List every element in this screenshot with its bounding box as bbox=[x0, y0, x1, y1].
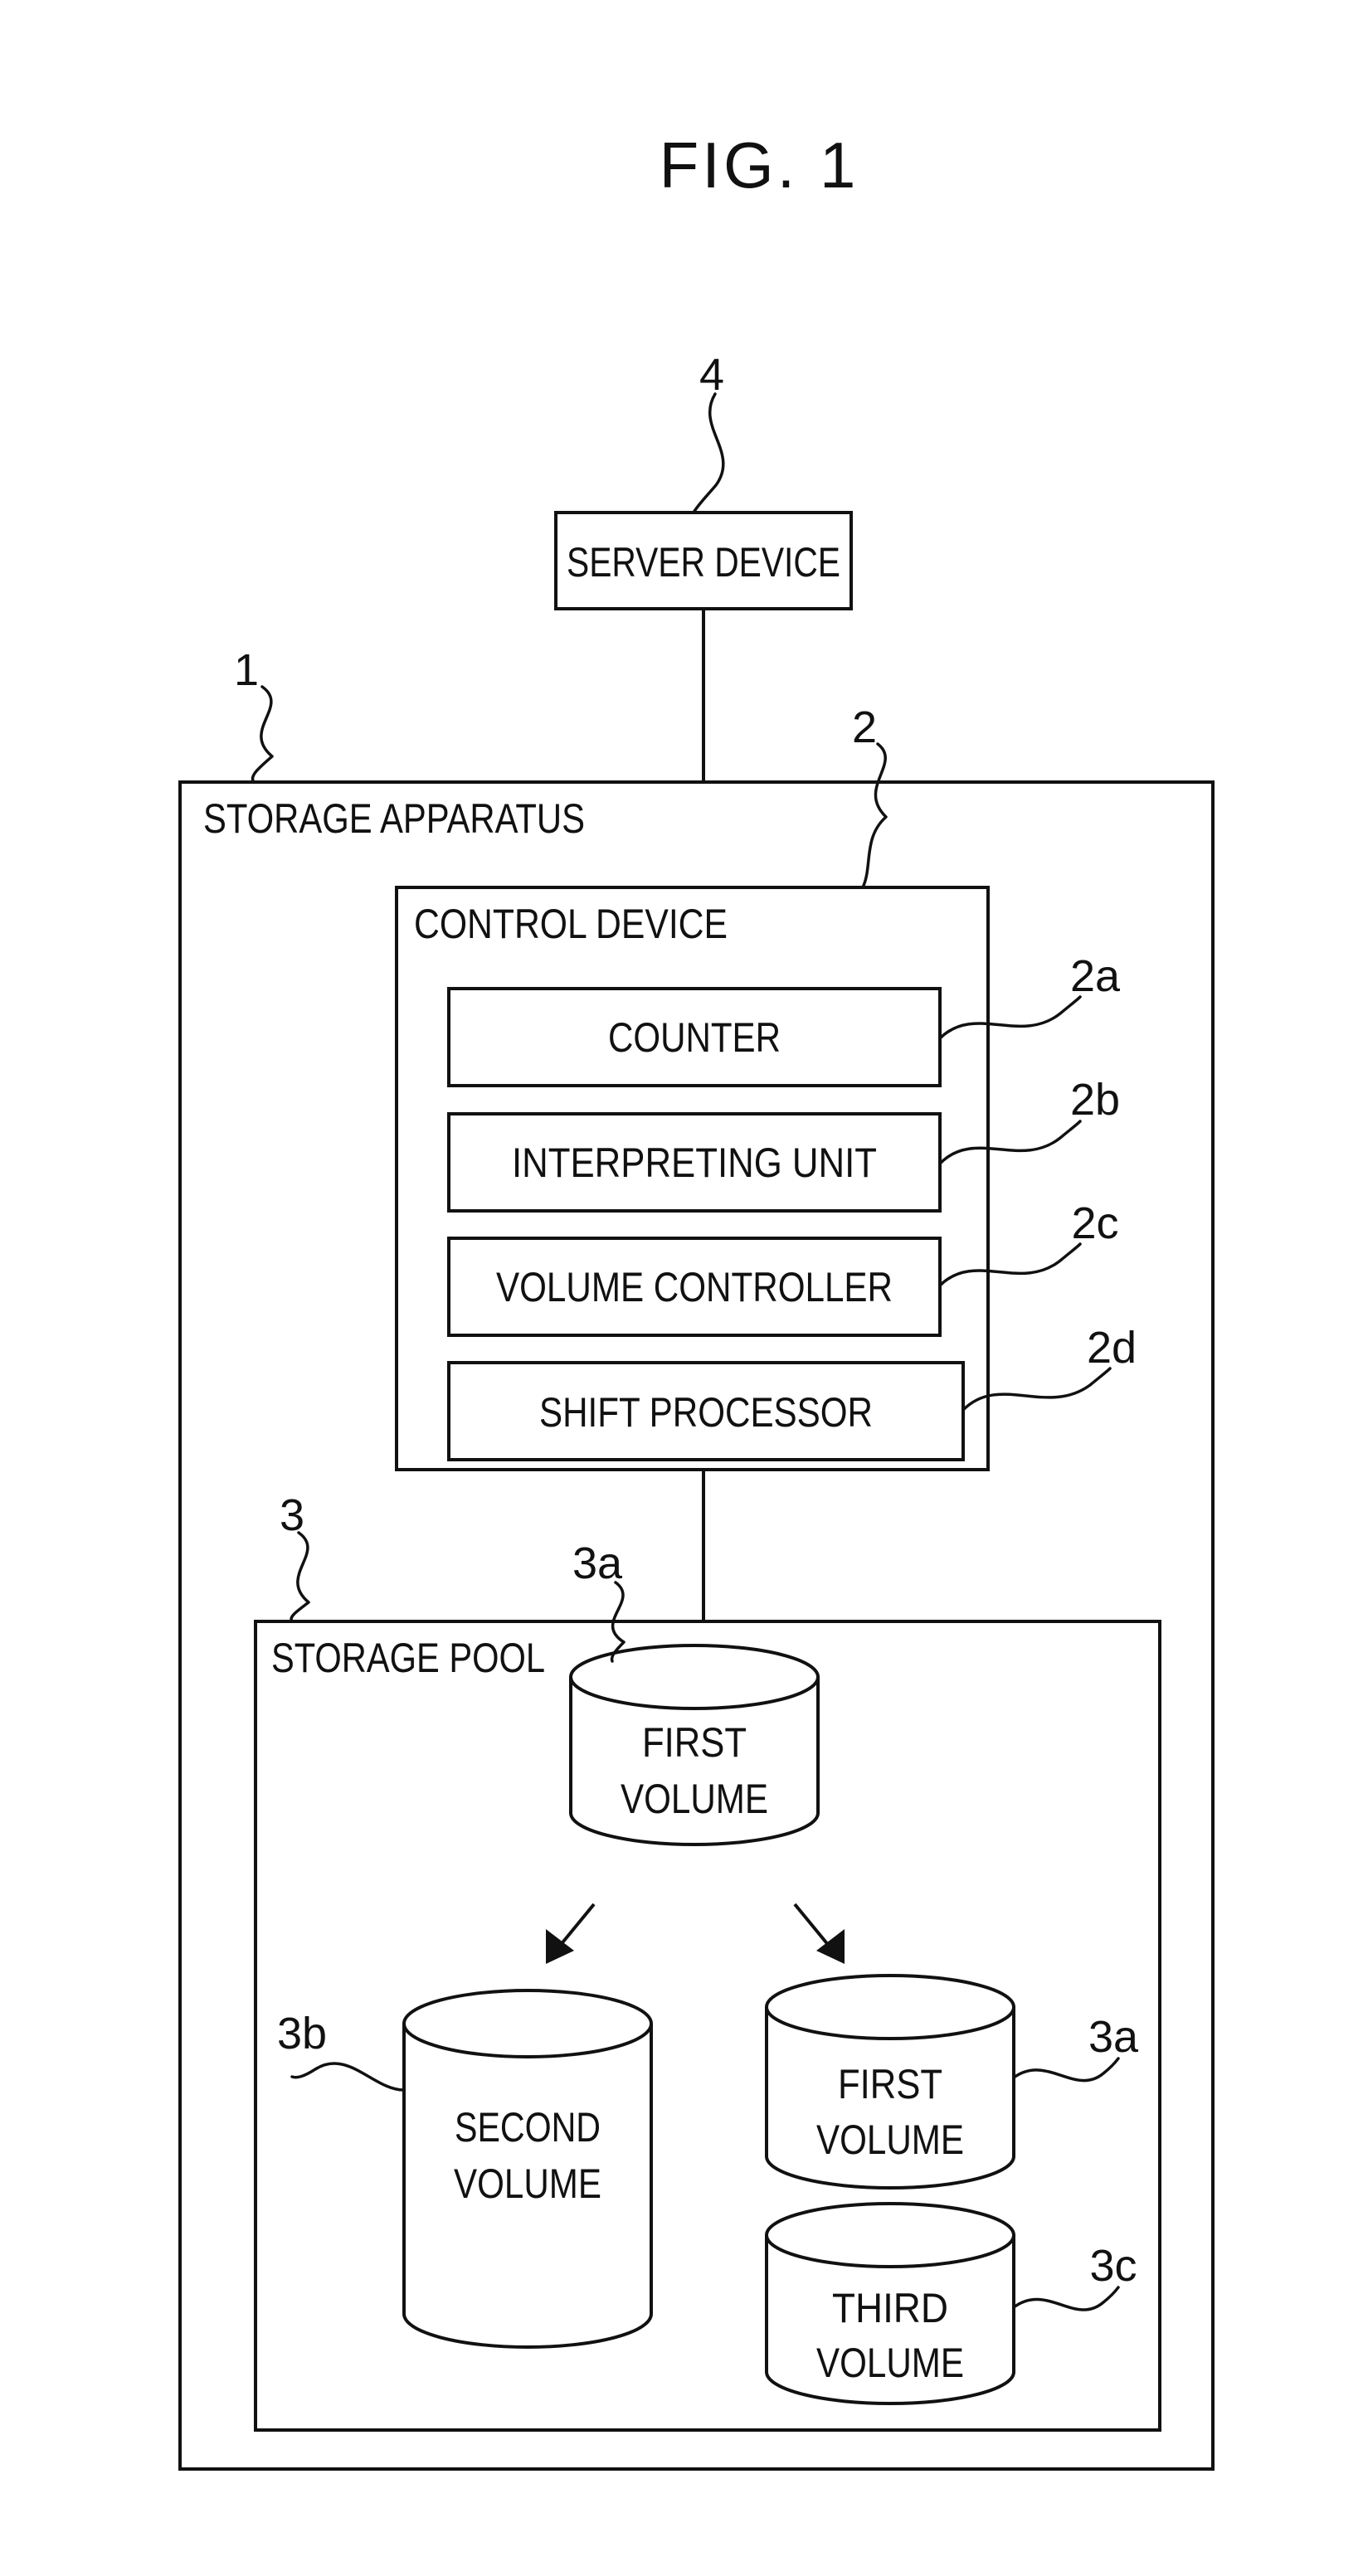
volume-controller-label: VOLUME CONTROLLER bbox=[496, 1264, 893, 1310]
ref-second-volume: 3b bbox=[277, 2009, 327, 2058]
second-volume-line1: SECOND bbox=[455, 2104, 601, 2151]
ref-control-device: 2 bbox=[852, 702, 877, 752]
second-volume-line2: VOLUME bbox=[454, 2160, 601, 2207]
first-volume-right-line1: FIRST bbox=[838, 2061, 942, 2107]
server-device-label: SERVER DEVICE bbox=[567, 539, 840, 586]
control-device-label: CONTROL DEVICE bbox=[414, 901, 728, 947]
first-volume-right-line2: VOLUME bbox=[816, 2117, 964, 2163]
ref-storage-pool: 3 bbox=[280, 1490, 304, 1540]
ref-shift-processor: 2d bbox=[1087, 1323, 1137, 1373]
ref-server: 4 bbox=[699, 350, 724, 400]
storage-apparatus-label: STORAGE APPARATUS bbox=[203, 795, 585, 842]
ref-counter: 2a bbox=[1070, 951, 1121, 1001]
third-volume-line1: THIRD bbox=[832, 2285, 948, 2331]
ref-interpreting-unit: 2b bbox=[1070, 1075, 1120, 1125]
ref-first-volume-top: 3a bbox=[572, 1538, 623, 1588]
counter-label: COUNTER bbox=[608, 1014, 781, 1061]
ref-leader-server bbox=[694, 394, 723, 513]
ref-third-volume: 3c bbox=[1089, 2241, 1137, 2291]
ref-volume-controller: 2c bbox=[1071, 1198, 1118, 1248]
figure-title: FIG. 1 bbox=[660, 129, 859, 202]
ref-first-volume-right: 3a bbox=[1088, 2012, 1139, 2062]
first-volume-top-line1: FIRST bbox=[642, 1719, 747, 1766]
ref-leader-storage-apparatus bbox=[252, 687, 272, 782]
third-volume-line2: VOLUME bbox=[816, 2340, 964, 2386]
interpreting-unit-label: INTERPRETING UNIT bbox=[512, 1140, 877, 1186]
shift-processor-label: SHIFT PROCESSOR bbox=[539, 1389, 873, 1436]
ref-storage-apparatus: 1 bbox=[234, 645, 259, 695]
first-volume-top-line2: VOLUME bbox=[621, 1776, 768, 1822]
storage-pool-label: STORAGE POOL bbox=[271, 1635, 545, 1681]
